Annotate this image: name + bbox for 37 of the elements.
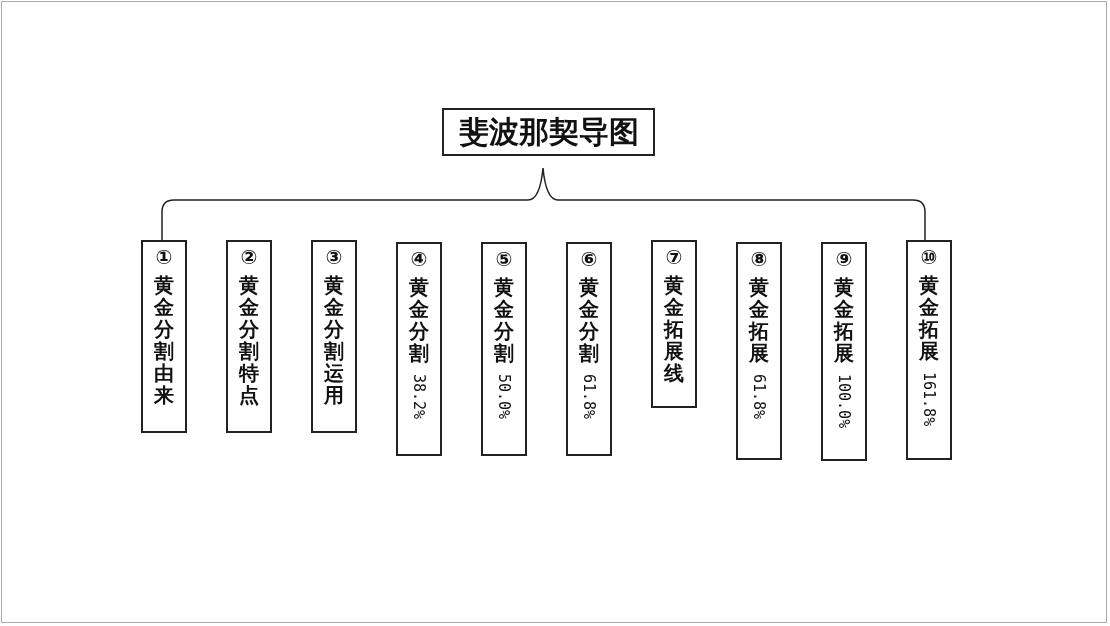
category-box	[906, 240, 952, 460]
category-box	[311, 240, 357, 433]
circled-number: ②	[240, 246, 258, 268]
vertical-label: 黄金分割运用	[324, 274, 344, 406]
circled-number: ⑥	[580, 248, 598, 270]
vertical-label: 黄金拓展	[749, 276, 769, 364]
percentage-label: 50.0%	[495, 374, 513, 420]
vertical-label: 黄金分割	[409, 276, 429, 364]
circled-number: ⑧	[750, 248, 768, 270]
percentage-label: 100.0%	[835, 374, 853, 429]
vertical-label: 黄金分割	[579, 276, 599, 364]
circled-number: ④	[410, 248, 428, 270]
vertical-label: 黄金分割由来	[154, 274, 174, 406]
category-box	[651, 240, 697, 408]
percentage-label: 61.8%	[580, 374, 598, 420]
category-box	[141, 240, 187, 433]
circled-number: ⑩	[920, 246, 938, 268]
category-box	[226, 240, 272, 433]
circled-number: ③	[325, 246, 343, 268]
circled-number: ⑦	[665, 246, 683, 268]
circled-number: ⑤	[495, 248, 513, 270]
category-box	[566, 242, 612, 456]
category-box	[396, 242, 442, 456]
vertical-label: 黄金拓展	[834, 276, 854, 364]
percentage-label: 61.8%	[750, 374, 768, 420]
vertical-label: 黄金分割	[494, 276, 514, 364]
vertical-label: 黄金拓展	[919, 274, 939, 362]
circled-number: ①	[155, 246, 173, 268]
vertical-label: 黄金拓展线	[664, 274, 684, 384]
circled-number: ⑨	[835, 248, 853, 270]
title-box: 斐波那契导图	[442, 108, 655, 156]
category-box	[736, 242, 782, 460]
vertical-label: 黄金分割特点	[239, 274, 259, 406]
category-box	[481, 242, 527, 456]
percentage-label: 161.8%	[920, 372, 938, 427]
category-box	[821, 242, 867, 461]
percentage-label: 38.2%	[410, 374, 428, 420]
